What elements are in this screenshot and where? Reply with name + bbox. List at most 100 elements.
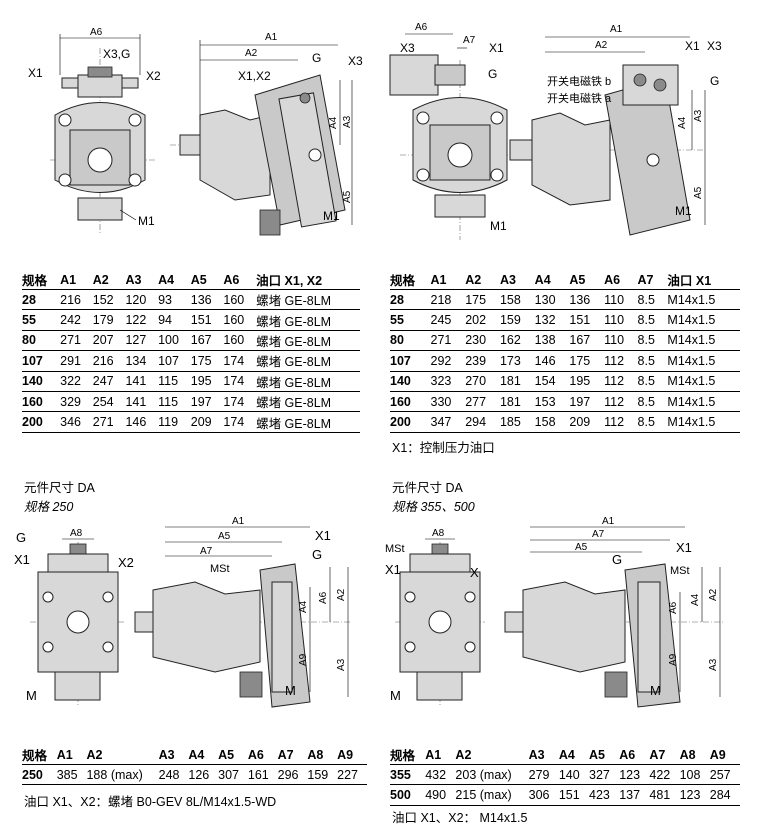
table-cell: 115 [158,371,191,392]
label-X1-7: X1 [676,540,692,555]
table-4-header: 规格 A1 A2 A3 A4 A5 A6 A7 A8 A9 [390,745,740,765]
side-view-3: A1 A5 A7 A2 A6 A4 A3 A9 X1 G MSt M [134,516,350,708]
table-cell: 126 [188,764,219,786]
table-cell: 141 [125,391,159,413]
table-cell: 151 [569,309,605,331]
side-view-2: A1 A2 A3 A4 A5 开关电磁铁 b 开关电磁铁 a X1 X3 G M… [509,24,722,236]
table-cell: 8.5 [637,411,668,433]
table-cell: 123 [619,764,650,786]
table-cell: 179 [92,309,126,331]
side-view-4: A1 A7 A5 A2 A4 A6 A3 A9 G X1 MSt M [504,516,725,708]
label-A4-6: A4 [690,593,701,606]
label-X1-6: X1 [385,562,401,577]
label-A5-2: A5 [693,186,704,199]
table-2-col: A2 [465,270,500,290]
label-A3: A3 [342,115,353,128]
table-cell: 271 [92,411,126,433]
table-1-col: A1 [60,270,93,290]
table-cell: 174 [223,371,257,392]
table-cell: 203 (max) [455,764,529,786]
table-cell: M14x1.5 [667,309,740,331]
table-cell: 197 [569,391,605,413]
label-A2-6: A2 [708,588,719,601]
table-cell: 197 [190,391,224,413]
table-2-col: A3 [499,270,535,290]
table-cell: 346 [60,411,93,433]
table-1-col: 规格 [22,270,61,290]
table-cell: 8.5 [637,330,668,352]
front-view-2: A6 A7 X3 X1 G M1 [389,22,520,240]
label-A2: A2 [245,48,258,59]
table-4-col: A5 [589,745,620,765]
table-3-col: 规格 [22,745,57,765]
table-cell: 294 [465,411,500,433]
table-cell-model: 80 [22,330,61,352]
label-G-4: G [16,530,26,545]
front-view-3: A8 G X1 X2 M [14,528,134,707]
table-cell: 490 [425,784,456,806]
table-1-col: A5 [190,270,224,290]
table-cell: 112 [604,350,638,372]
table-cell: 112 [604,371,638,392]
table-2-note: X1：控制压力油口 [392,441,495,455]
table-cell: 122 [125,309,159,331]
table-cell: 175 [465,289,500,311]
table-cell: 174 [223,350,257,372]
table-cell: 322 [60,371,93,392]
table-cell: 螺堵 GE-8LM [256,391,360,413]
table-cell: 136 [569,289,605,311]
table-cell-model: 55 [22,309,61,331]
table-cell: 159 [307,764,338,786]
table-2-col: A1 [430,270,466,290]
table-cell: 153 [534,391,570,413]
table-cell: 160 [223,309,257,331]
table-cell-model: 28 [390,289,431,311]
table-2-col: 规格 [390,270,431,290]
table-cell: 209 [190,411,224,433]
table-cell: 134 [125,350,159,372]
side-view: A1 A2 A3 A4 A5 X1,X2 G X3 M1 [170,32,363,236]
label-A6-2: A6 [415,22,428,33]
label-M1: M1 [138,214,155,228]
label-M-6: M [390,688,401,703]
table-cell-model: 355 [390,764,426,786]
label-A7-6: A7 [592,529,605,540]
label-X3-3: X3 [707,39,722,53]
table-cell: 127 [125,330,159,352]
table-4-col: A6 [619,745,650,765]
table-cell: 423 [589,784,620,806]
section-right-subtitle: 规格 355、500 [392,500,475,514]
table-2-col: A6 [604,270,638,290]
table-cell: 227 [337,764,367,786]
table-cell-model: 140 [22,371,61,392]
table-cell: 296 [277,764,308,786]
label-A1-6: A1 [602,516,615,527]
table-cell: 188 (max) [86,764,159,786]
table-cell: 158 [499,289,535,311]
label-G-2: G [488,67,497,81]
table-3-col: A2 [86,745,159,765]
label-X1-2: X1 [489,41,504,55]
label-A9-4: A9 [298,653,309,666]
label-X1-5: X1 [315,528,331,543]
table-3-note: 油口 X1、X2：螺堵 B0-GEV 8L/M14x1.5-WD [24,795,277,809]
table-cell-model: 160 [22,391,61,413]
table-cell: 347 [430,411,466,433]
table-cell-model: 55 [390,309,431,331]
table-4-note: 油口 X1、X2： M14x1.5 [392,811,528,825]
table-cell-model: 250 [22,764,57,786]
label-X3: X3 [348,54,363,68]
table-2-col: A7 [637,270,668,290]
label-MSt-2: MSt [385,543,405,555]
table-1-col: A6 [223,270,257,290]
table-cell: 93 [158,289,191,311]
table-3-col: A3 [158,745,189,765]
